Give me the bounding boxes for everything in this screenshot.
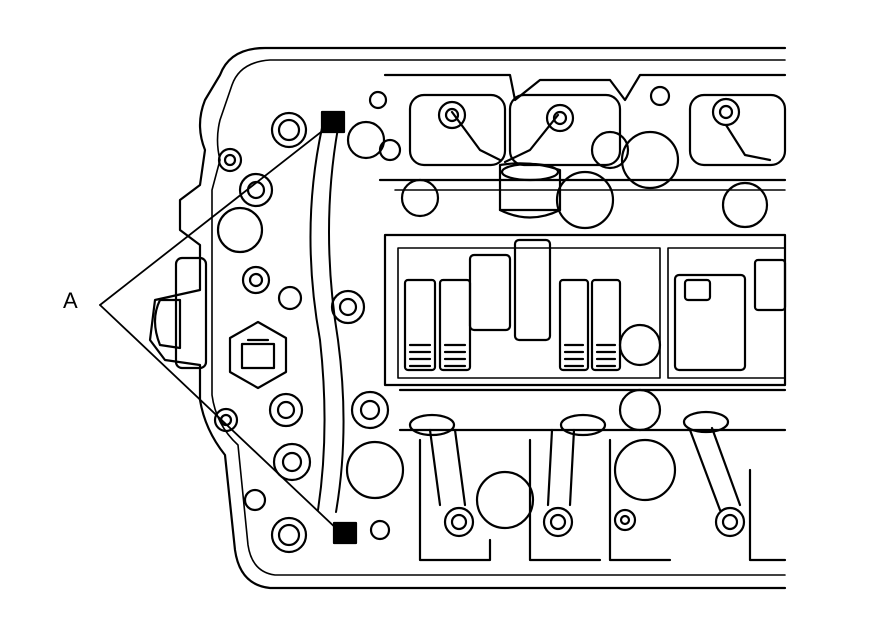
lower-rocker-arms	[408, 410, 746, 538]
center-pocket-right	[667, 247, 786, 379]
marker-a-top	[320, 110, 346, 134]
top-journal-bay	[383, 73, 787, 102]
head-inner-outline	[211, 59, 786, 576]
camshaft-rail	[378, 170, 787, 230]
seal-strip	[309, 127, 326, 511]
side-boss-detail	[153, 298, 182, 350]
lower-rail	[350, 388, 787, 432]
left-bolt-column	[213, 111, 366, 554]
lower-cam-lobes	[345, 438, 787, 562]
callout-leader-lines	[99, 124, 341, 533]
callout-label-a: A	[63, 288, 78, 313]
cylinder-head-outline	[148, 46, 787, 590]
side-boss	[174, 256, 208, 370]
sensor-connector	[240, 338, 276, 370]
top-rocker-arms	[437, 97, 772, 219]
sensor-hex	[228, 320, 288, 390]
valve-spring-set-right	[558, 278, 662, 372]
top-cam-lobes	[346, 85, 787, 190]
seal-strip-inner	[328, 127, 345, 513]
center-pocket-inner	[397, 247, 661, 379]
valve-spring-set-far	[673, 258, 787, 372]
center-pocket	[383, 233, 787, 387]
marker-a-bottom	[332, 521, 358, 545]
valve-spring-set-left	[403, 238, 552, 372]
